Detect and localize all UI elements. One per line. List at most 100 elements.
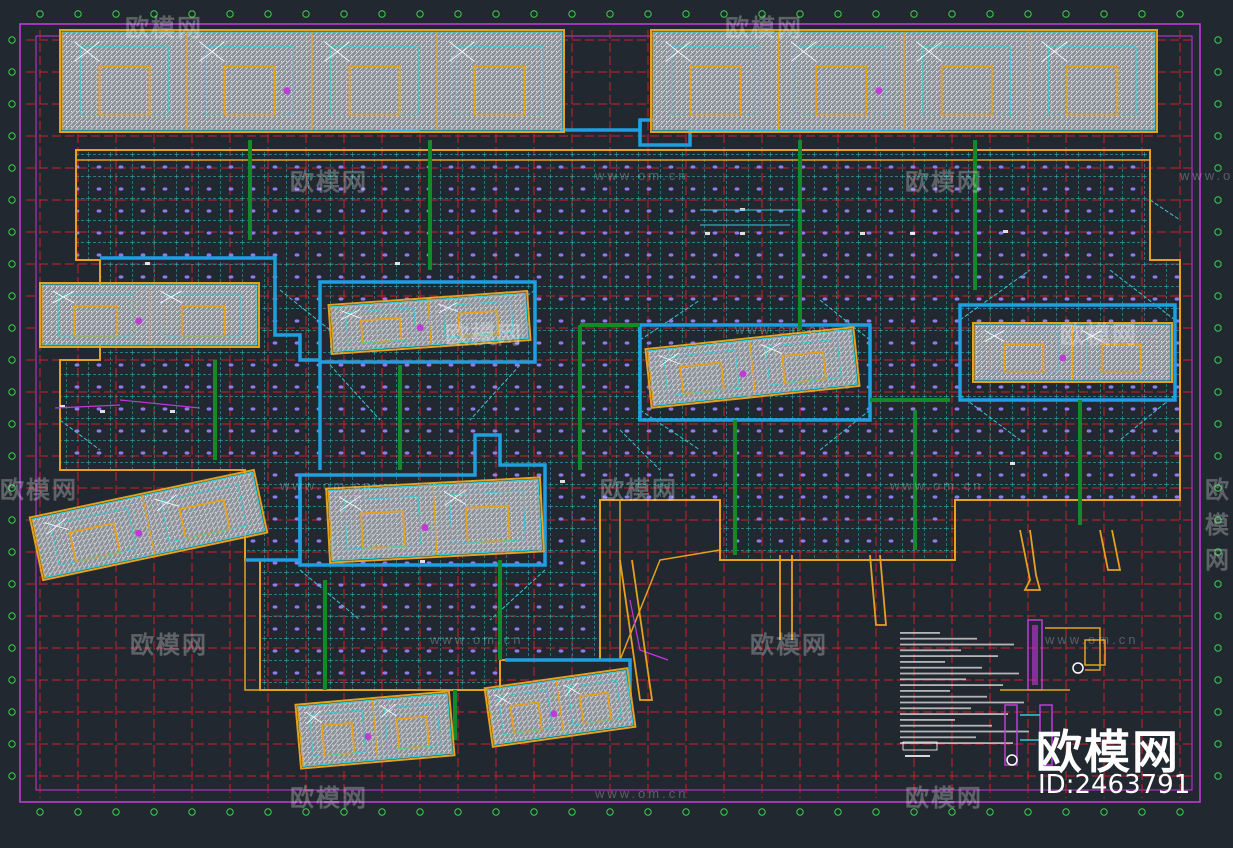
dimension-mark (1003, 230, 1008, 233)
axis-bubble (340, 808, 348, 816)
axis-bubble (226, 808, 234, 816)
axis-bubble (796, 808, 804, 816)
axis-bubble (910, 808, 918, 816)
axis-bubble (8, 516, 16, 524)
note-line (900, 666, 982, 669)
watermark-url: www.om.cn (890, 478, 984, 493)
axis-bubble (150, 808, 158, 816)
axis-bubble (226, 10, 234, 18)
axis-bubble (340, 10, 348, 18)
section-details (1000, 619, 1106, 766)
axis-bubble (8, 164, 16, 172)
axis-bubble (188, 10, 196, 18)
axis-bubble (416, 808, 424, 816)
note-line (900, 684, 1003, 686)
parking-diagonal (59, 199, 1181, 451)
axis-bubble (1214, 644, 1222, 652)
axis-bubble (264, 808, 272, 816)
parking-diagonal (959, 269, 1176, 441)
axis-bubbles (8, 10, 1222, 816)
axis-bubble (1062, 10, 1070, 18)
axis-bubble (758, 10, 766, 18)
building-block (644, 326, 861, 409)
axis-bubble (74, 10, 82, 18)
axis-bubble (8, 388, 16, 396)
axis-bubble (1176, 10, 1184, 18)
dimension-mark (560, 480, 565, 483)
dimension-mark (420, 560, 425, 563)
dimension-mark (1010, 462, 1015, 465)
parking-diagonal (639, 299, 871, 451)
axis-bubble (150, 10, 158, 18)
note-line (900, 701, 1024, 704)
axis-bubble (1214, 580, 1222, 588)
axis-bubble (1214, 772, 1222, 780)
axis-bubble (1214, 324, 1222, 332)
note-line (900, 730, 1029, 733)
axis-bubble (796, 10, 804, 18)
ramps (619, 529, 1122, 701)
watermark-url: www.om.cn (735, 322, 829, 337)
axis-bubble (1024, 10, 1032, 18)
pipe-line (629, 599, 669, 661)
axis-bubble (1100, 10, 1108, 18)
building-block (650, 29, 1158, 133)
axis-bubble (8, 324, 16, 332)
axis-bubble (1176, 808, 1184, 816)
axis-bubble (8, 68, 16, 76)
axis-bubble (8, 548, 16, 556)
axis-bubble (1214, 100, 1222, 108)
axis-bubble (948, 10, 956, 18)
axis-bubble (36, 808, 44, 816)
axis-bubble (682, 10, 690, 18)
green-ducts (213, 140, 1082, 740)
pipe-line (700, 209, 800, 226)
note-line (900, 632, 940, 634)
axis-bubble (1214, 452, 1222, 460)
axis-bubble (948, 808, 956, 816)
watermark-logo-text: 欧模网 (1036, 725, 1180, 779)
axis-bubble (1214, 420, 1222, 428)
axis-bubble (8, 644, 16, 652)
building-block (28, 468, 269, 582)
building-block (483, 667, 637, 748)
note-line (900, 724, 992, 727)
axis-bubble (8, 676, 16, 684)
building-block (972, 322, 1173, 383)
axis-bubble (720, 10, 728, 18)
axis-bubble (1138, 808, 1146, 816)
note-line (900, 649, 961, 652)
note-line (900, 695, 987, 698)
axis-bubble (1214, 388, 1222, 396)
axis-bubble (1024, 808, 1032, 816)
axis-bubble (1214, 676, 1222, 684)
axis-bubble (8, 132, 16, 140)
axis-bubble (8, 228, 16, 236)
axis-bubble (1214, 196, 1222, 204)
axis-bubble (1214, 292, 1222, 300)
axis-bubble (1214, 708, 1222, 716)
dimension-mark (60, 405, 65, 408)
dimension-mark (100, 410, 105, 413)
axis-bubble (720, 808, 728, 816)
axis-bubble (454, 808, 462, 816)
note-line (900, 690, 950, 692)
axis-bubble (8, 260, 16, 268)
axis-bubble (986, 808, 994, 816)
building-block (294, 690, 456, 770)
residential-buildings (28, 29, 1173, 770)
parking-diagonal (279, 289, 536, 421)
axis-bubble (378, 10, 386, 18)
note-line (900, 678, 966, 681)
axis-bubble (568, 10, 576, 18)
building-block (59, 29, 565, 133)
dimension-mark (145, 262, 150, 265)
axis-bubble (1214, 228, 1222, 236)
note-line (900, 655, 998, 657)
axis-bubble (8, 612, 16, 620)
axis-bubble (1214, 356, 1222, 364)
note-line (900, 643, 1014, 646)
axis-bubble (8, 292, 16, 300)
axis-bubble (492, 10, 500, 18)
